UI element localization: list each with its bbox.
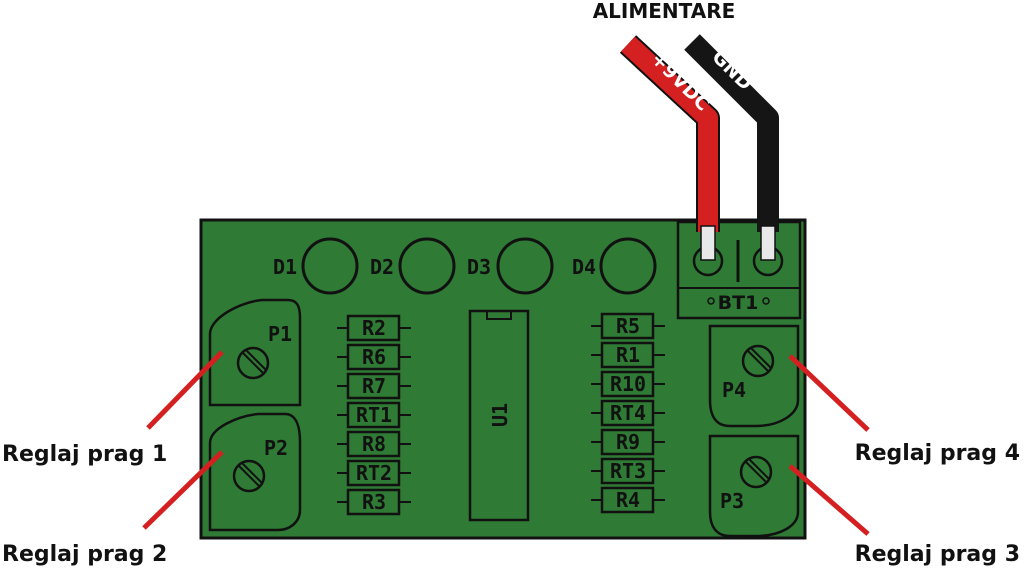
resistor-label: R3 [362,490,386,514]
resistor-r6 [346,343,401,371]
potentiometer-p2: P2 [208,412,302,532]
pointer-p4 [788,354,870,432]
pot-label: P4 [722,378,746,402]
positive-pin [700,225,716,261]
annotation-p3: Reglaj prag 3 [855,542,1020,567]
resistor-label: R7 [362,374,386,398]
power-title: ALIMENTARE [593,0,736,23]
pointer-p1 [146,350,224,430]
resistor-label: R9 [616,430,640,454]
led-label: D4 [572,255,596,279]
resistor-r4 [600,486,655,514]
led-label: D1 [273,255,297,279]
resistor-label: RT2 [356,461,392,485]
resistor-label: RT1 [356,403,392,427]
pot-label: P1 [268,322,292,346]
pot-label: P3 [720,489,744,513]
resistor-label: R10 [610,372,646,396]
ic-u1: U1 [468,309,530,522]
connector-bt1: BT1 [676,220,802,320]
ic-label: U1 [488,403,512,427]
resistor-r8 [346,430,401,458]
potentiometer-p4: P4 [708,324,800,428]
resistor-label: R4 [616,488,640,512]
resistor-rt2 [346,459,401,487]
ground-pin [760,225,776,261]
resistor-r9 [600,428,655,456]
annotation-p1: Reglaj prag 1 [2,442,167,467]
resistor-rt3 [600,457,655,485]
led-label: D3 [467,255,491,279]
resistor-r3 [346,488,401,516]
resistor-r2 [346,314,401,342]
resistor-label: R1 [616,343,640,367]
annotation-p2: Reglaj prag 2 [2,542,167,567]
resistor-r5 [600,312,655,340]
pointer-p2 [142,450,224,530]
resistor-rt1 [346,401,401,429]
pointer-lines [142,350,870,536]
led-row: D1 D2 D3 D4 [273,237,657,295]
resistor-label: R2 [362,316,386,340]
resistor-label: RT3 [610,459,646,483]
resistor-rt4 [600,399,655,427]
resistor-r1 [600,341,655,369]
resistor-r10 [600,370,655,398]
resistor-label: R5 [616,314,640,338]
resistor-label: RT4 [610,401,646,425]
pot-label: P2 [264,436,288,460]
ground-wire [684,34,779,232]
pointer-p3 [788,464,870,536]
potentiometer-p3: P3 [708,434,800,538]
resistor-label: R8 [362,432,386,456]
led-label: D2 [370,255,394,279]
led-d4 [599,237,657,295]
led-d1 [301,237,359,295]
led-d3 [496,237,554,295]
annotation-p4: Reglaj prag 4 [855,441,1020,466]
resistor-r7 [346,372,401,400]
positive-wire [621,36,718,232]
left-resistor-column: R2 R6 R7 RT1 R8 RT2 R3 [337,314,411,516]
resistor-label: R6 [362,345,386,369]
right-resistor-column: R5 R1 R10 RT4 R9 RT3 R4 [591,312,665,514]
led-d2 [398,237,456,295]
connector-label: BT1 [718,292,759,314]
potentiometer-p1: P1 [208,298,302,407]
power-wires: +9VDC GND [619,34,779,261]
